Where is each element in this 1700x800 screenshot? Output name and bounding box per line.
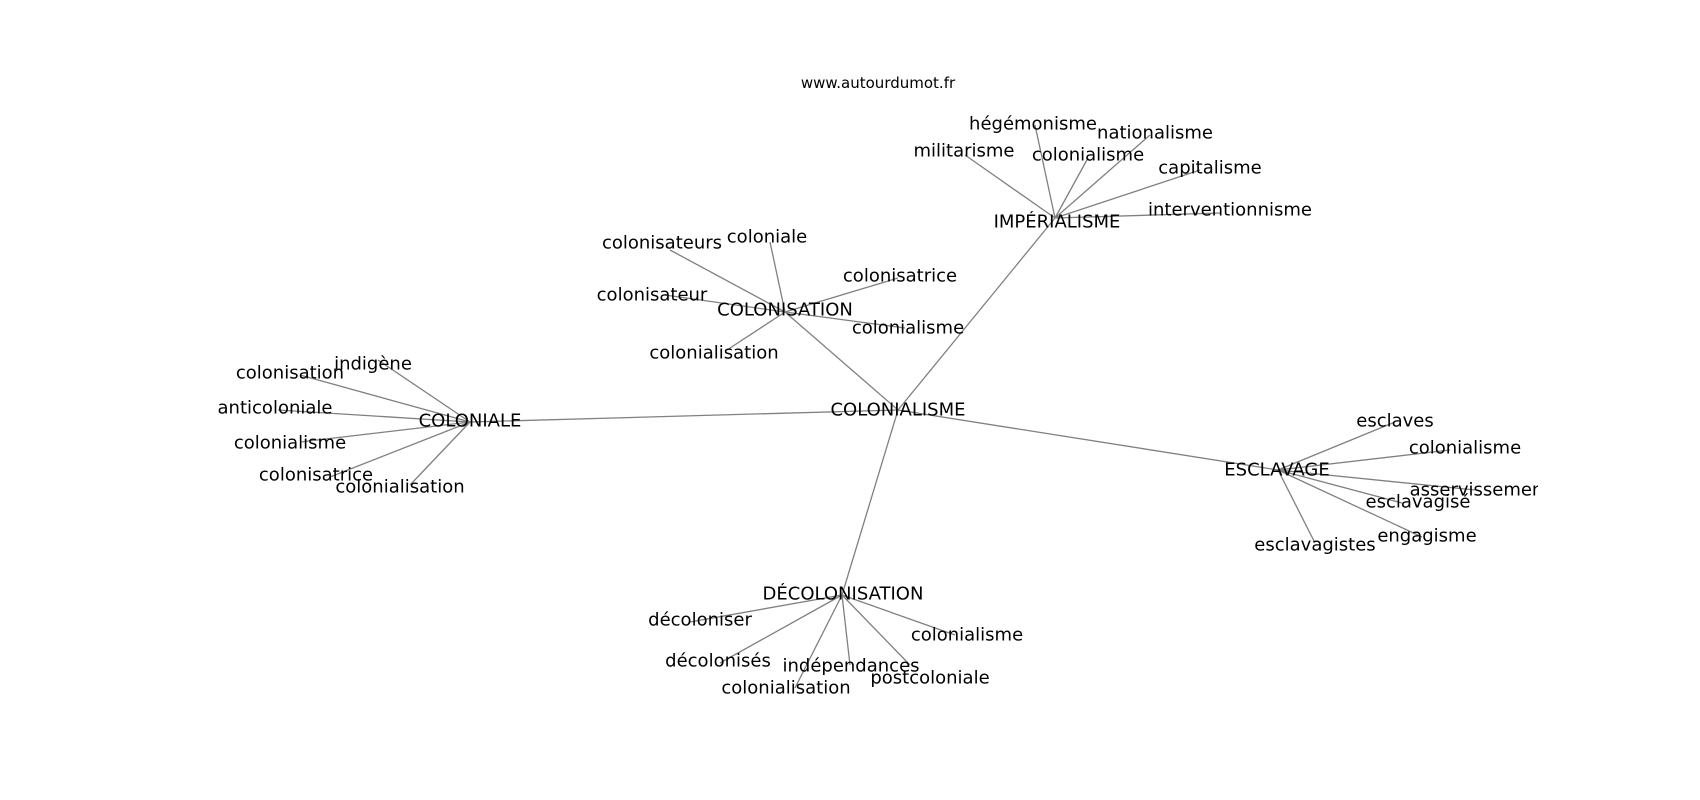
- edge-imperialisme-2: [964, 154, 1056, 219]
- edge-coloniale-2: [277, 409, 471, 423]
- edge-colonisation-4: [784, 311, 906, 329]
- edge-imperialisme-3: [1054, 157, 1089, 219]
- node-word-decolonisation-4[interactable]: colonialisation: [721, 678, 850, 699]
- edge-esclavage-3: [1277, 469, 1403, 504]
- node-hub-esclavage[interactable]: ESCLAVAGE: [1224, 460, 1329, 481]
- edge-coloniale-4: [329, 421, 471, 478]
- edge-decolonisation-1: [841, 594, 956, 636]
- node-word-esclavage-3[interactable]: esclavagisé: [1366, 492, 1471, 513]
- edge-decolonisation-2: [719, 594, 843, 664]
- node-word-imperialisme-0[interactable]: hégémonisme: [969, 114, 1097, 135]
- edge-imperialisme-5: [1054, 212, 1221, 219]
- edge-esclavage-0: [1277, 421, 1396, 471]
- edge-colonisation-5: [726, 311, 786, 351]
- graph-edges: [277, 124, 1476, 689]
- node-word-coloniale-4[interactable]: colonisatrice: [259, 465, 373, 486]
- node-word-esclavage-5[interactable]: esclavagistes: [1254, 535, 1375, 556]
- edge-esclavage-1: [1277, 449, 1451, 471]
- edge-imperialisme-0: [1034, 124, 1056, 219]
- node-word-colonisation-0[interactable]: colonisateurs: [602, 233, 722, 254]
- node-word-imperialisme-4[interactable]: capitalisme: [1158, 158, 1261, 179]
- site-url-label: www.autourdumot.fr: [801, 74, 956, 92]
- edge-center-colonisation: [784, 311, 899, 411]
- edge-colonisation-3: [664, 294, 786, 313]
- edge-coloniale-5: [409, 421, 471, 486]
- node-word-decolonisation-0[interactable]: décoloniser: [648, 610, 752, 631]
- node-word-colonisation-4[interactable]: colonialisme: [852, 318, 964, 339]
- edge-colonisation-0: [669, 249, 786, 313]
- edge-coloniale-3: [299, 421, 471, 443]
- node-word-decolonisation-1[interactable]: colonialisme: [911, 625, 1023, 646]
- edge-colonisation-1: [769, 241, 786, 313]
- node-hub-decolonisation[interactable]: DÉCOLONISATION: [763, 583, 924, 605]
- node-word-coloniale-1[interactable]: indigène: [334, 354, 412, 375]
- node-word-esclavage-1[interactable]: colonialisme: [1409, 438, 1521, 459]
- edge-decolonisation-5: [841, 594, 911, 666]
- edge-decolonisation-3: [841, 594, 851, 666]
- edge-esclavage-4: [1277, 469, 1423, 538]
- node-hub-colonisation[interactable]: COLONISATION: [717, 300, 853, 321]
- node-word-colonisation-2[interactable]: colonisatrice: [843, 266, 957, 287]
- edge-center-coloniale: [469, 409, 899, 423]
- node-hub-imperialisme[interactable]: IMPÉRIALISME: [994, 211, 1121, 233]
- node-word-coloniale-3[interactable]: colonialisme: [234, 433, 346, 454]
- node-word-imperialisme-1[interactable]: nationalisme: [1097, 123, 1213, 144]
- node-word-coloniale-2[interactable]: anticoloniale: [218, 398, 333, 419]
- node-word-colonisation-3[interactable]: colonisateur: [597, 285, 708, 306]
- edge-center-esclavage: [897, 409, 1279, 471]
- edge-center-decolonisation: [841, 409, 899, 596]
- edge-imperialisme-4: [1054, 169, 1201, 219]
- edge-imperialisme-1: [1054, 134, 1151, 219]
- node-word-decolonisation-3[interactable]: indépendances: [782, 656, 919, 677]
- node-word-colonisation-1[interactable]: coloniale: [727, 227, 807, 248]
- edge-esclavage-2: [1277, 469, 1476, 491]
- node-word-coloniale-5[interactable]: colonialisation: [335, 477, 464, 498]
- node-word-decolonisation-5[interactable]: postcoloniale: [870, 668, 989, 689]
- edge-center-imperialisme: [897, 217, 1056, 411]
- node-word-decolonisation-2[interactable]: décolonisés: [665, 651, 771, 672]
- node-word-imperialisme-2[interactable]: militarisme: [913, 141, 1014, 162]
- edge-colonisation-2: [784, 277, 899, 313]
- edge-esclavage-5: [1277, 469, 1316, 544]
- edge-decolonisation-4: [794, 594, 843, 689]
- node-word-colonisation-5[interactable]: colonialisation: [649, 343, 778, 364]
- edge-coloniale-0: [299, 374, 471, 423]
- edge-decolonisation-0: [689, 594, 843, 623]
- node-word-imperialisme-5[interactable]: interventionnisme: [1148, 200, 1312, 221]
- edge-coloniale-1: [377, 359, 471, 423]
- node-word-esclavage-0[interactable]: esclaves: [1356, 411, 1433, 432]
- node-word-esclavage-2[interactable]: asservissement: [1410, 480, 1551, 501]
- node-word-imperialisme-3[interactable]: colonialisme: [1032, 145, 1144, 166]
- node-center[interactable]: COLONIALISME: [830, 400, 965, 421]
- node-word-coloniale-0[interactable]: colonisation: [236, 363, 344, 384]
- node-hub-coloniale[interactable]: COLONIALE: [419, 411, 522, 432]
- node-word-esclavage-4[interactable]: engagisme: [1377, 526, 1476, 547]
